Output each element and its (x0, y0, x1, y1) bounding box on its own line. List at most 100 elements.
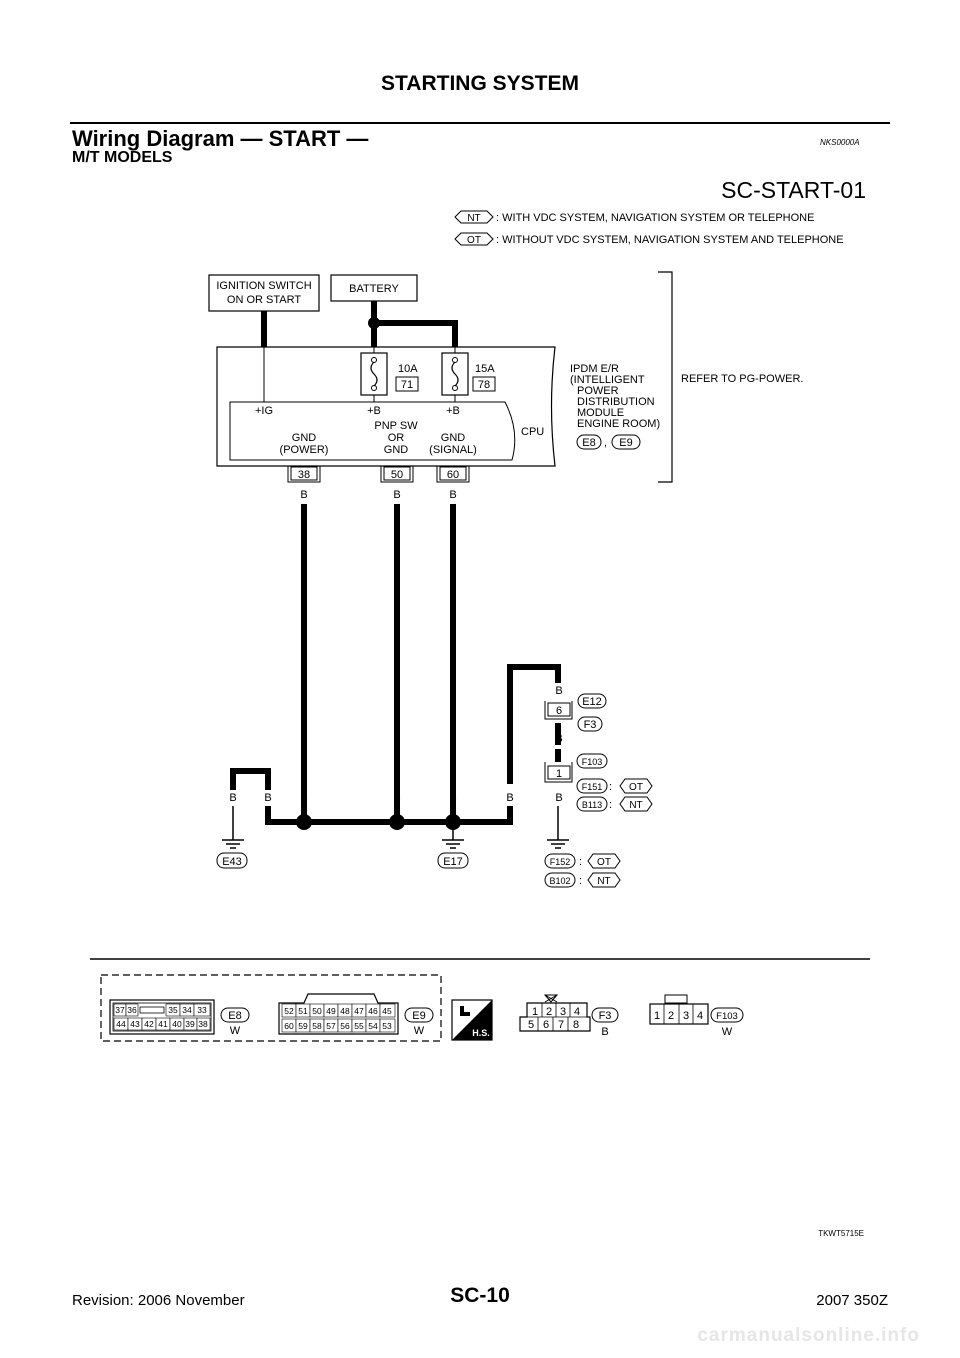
svg-text:45: 45 (382, 1006, 392, 1016)
svg-text:W: W (230, 1025, 241, 1037)
svg-text:F152: F152 (550, 857, 571, 867)
svg-text:55: 55 (354, 1021, 364, 1031)
svg-text:50: 50 (391, 469, 403, 481)
svg-text:51: 51 (298, 1006, 308, 1016)
svg-text:+B: +B (446, 405, 460, 417)
svg-text:36: 36 (127, 1005, 137, 1015)
svg-text:B113: B113 (582, 800, 602, 810)
legend: NT : WITH VDC SYSTEM, NAVIGATION SYSTEM … (454, 210, 844, 246)
battery-box: BATTERY (330, 274, 418, 302)
sub-heading: M/T MODELS (72, 149, 173, 166)
svg-text:PNP SW: PNP SW (374, 420, 418, 432)
model-text: 2007 350Z (816, 1292, 888, 1309)
svg-text:3: 3 (560, 1006, 566, 1018)
svg-text::: : (579, 856, 582, 868)
svg-text:42: 42 (144, 1019, 154, 1029)
fuse-78: 15A 78 (441, 352, 496, 396)
svg-text:60: 60 (447, 469, 459, 481)
svg-text:ENGINE ROOM): ENGINE ROOM) (577, 418, 660, 430)
connector-e12-f3: 6 E12 F3 (544, 693, 607, 732)
svg-text:F103: F103 (582, 757, 603, 767)
revision-text: Revision: 2006 November (72, 1292, 245, 1309)
svg-text:MODULE: MODULE (577, 407, 624, 419)
svg-text::: : (609, 799, 612, 811)
svg-text:W: W (722, 1026, 733, 1038)
svg-text:39: 39 (185, 1019, 195, 1029)
svg-text:56: 56 (340, 1021, 350, 1031)
svg-text:REFER TO PG-POWER.: REFER TO PG-POWER. (681, 373, 803, 385)
svg-text:60: 60 (284, 1021, 294, 1031)
svg-text:35: 35 (168, 1005, 178, 1015)
svg-text:33: 33 (197, 1005, 207, 1015)
svg-text:B: B (300, 792, 307, 804)
svg-text:,: , (604, 437, 607, 449)
terminal-38: 38 (287, 466, 321, 483)
svg-text:B: B (393, 792, 400, 804)
svg-text:B: B (229, 792, 236, 804)
ground-symbol-e43: E43 (216, 839, 248, 869)
svg-text:54: 54 (368, 1021, 378, 1031)
svg-text:7: 7 (558, 1019, 564, 1031)
wire-right-loop (507, 664, 561, 784)
svg-text:F151: F151 (582, 782, 603, 792)
svg-text:4: 4 (574, 1006, 580, 1018)
ignition-switch-box: IGNITION SWITCH ON OR START (208, 274, 320, 312)
page-heading: Wiring Diagram — START — (72, 126, 369, 151)
svg-text:38: 38 (298, 469, 310, 481)
svg-text:38: 38 (198, 1019, 208, 1029)
ipdm-connector-frame (100, 974, 442, 1042)
svg-text:B: B (449, 792, 456, 804)
svg-text:E12: E12 (582, 696, 602, 708)
svg-text:57: 57 (326, 1021, 336, 1031)
svg-text:4: 4 (697, 1010, 703, 1022)
wire-pnp-sw (394, 504, 400, 822)
svg-text:52: 52 (284, 1006, 294, 1016)
svg-text:NT: NT (629, 800, 642, 811)
wire-e43-loop (230, 768, 271, 790)
wire-color-50: B (393, 489, 400, 501)
svg-text:GND: GND (441, 432, 466, 444)
svg-text:34: 34 (182, 1005, 192, 1015)
svg-text:44: 44 (116, 1019, 126, 1029)
terminal-60: 60 (436, 466, 470, 483)
svg-text:H.S.: H.S. (472, 1028, 490, 1038)
connector-f3-view: 1 2 3 4 5 6 7 8 F3 B (519, 994, 619, 1038)
ignition-wire (261, 311, 267, 347)
svg-text:41: 41 (158, 1019, 168, 1029)
svg-text:E9: E9 (412, 1010, 425, 1022)
svg-text:(SIGNAL): (SIGNAL) (429, 444, 477, 456)
splice-1 (296, 814, 312, 830)
connector-f103-view: 1 2 3 4 F103 W (649, 994, 744, 1038)
ground-variants-upper: F151 : OT B113 : NT (576, 778, 653, 812)
svg-text:43: 43 (130, 1019, 140, 1029)
svg-text:50: 50 (312, 1006, 322, 1016)
svg-text:IGNITION SWITCH: IGNITION SWITCH (216, 280, 311, 292)
svg-text::: : (579, 875, 582, 887)
svg-text:CPU: CPU (521, 426, 544, 438)
page-number: SC-10 (450, 1284, 510, 1307)
svg-text:GND: GND (384, 444, 409, 456)
svg-text:(POWER): (POWER) (280, 444, 329, 456)
svg-text::: : (609, 781, 612, 793)
reference-code: NKS0000A (820, 138, 860, 147)
legend-tag-ot: OT (467, 235, 481, 246)
svg-text:10A: 10A (398, 363, 418, 375)
svg-text:F103: F103 (716, 1011, 738, 1022)
svg-text:71: 71 (401, 379, 413, 391)
module-labels: +IG +B +B CPU GND (POWER) PNP SW OR GND … (255, 405, 544, 456)
svg-text:1: 1 (556, 768, 562, 780)
svg-text:+B: +B (367, 405, 381, 417)
connector-f103: F103 1 (544, 753, 608, 783)
svg-text:B: B (506, 792, 513, 804)
watermark: carmanualsonline.info (697, 1325, 920, 1346)
svg-text:OR: OR (388, 432, 405, 444)
svg-text:8: 8 (573, 1019, 579, 1031)
svg-text:B: B (555, 792, 562, 804)
svg-text:2: 2 (546, 1006, 552, 1018)
connector-e9-view: 52 51 50 49 48 47 46 45 60 59 58 57 56 (278, 993, 434, 1037)
svg-text:B102: B102 (549, 876, 570, 886)
svg-text:OT: OT (629, 782, 643, 793)
svg-text:E8: E8 (582, 437, 595, 449)
svg-text:(INTELLIGENT: (INTELLIGENT (570, 374, 645, 386)
